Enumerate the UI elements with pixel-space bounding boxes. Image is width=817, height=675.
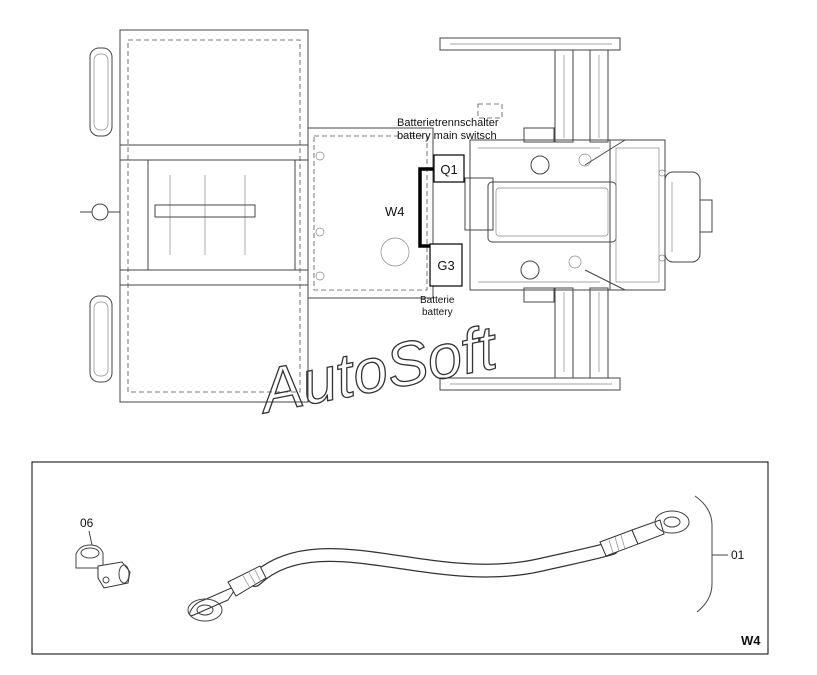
cable-w4-route	[418, 167, 434, 248]
tow-hitch	[664, 171, 713, 263]
right-ring-lug	[599, 510, 690, 557]
battery-cable	[187, 510, 690, 622]
left-ring-lug	[187, 565, 267, 622]
switch-label-en: battery main switsch	[397, 130, 497, 142]
machine-top-view	[80, 29, 713, 403]
g3-battery-box: G3	[429, 243, 463, 287]
battery-label-en: battery	[422, 307, 453, 318]
front-lower-arm	[439, 287, 621, 391]
front-panel	[609, 139, 666, 291]
front-upper-arm	[439, 37, 621, 143]
left-wheel-upper	[89, 47, 113, 137]
part-01-label: 01	[731, 548, 745, 562]
left-wheel-lower	[89, 295, 113, 383]
aux-component	[477, 103, 503, 119]
battery-label-de: Batterie	[420, 295, 455, 306]
watermark: AutoSoft	[251, 313, 504, 427]
central-body	[307, 127, 434, 299]
part-01-bracket: 01	[694, 495, 745, 613]
front-assembly	[464, 139, 626, 291]
panel-w4-label: W4	[741, 633, 761, 648]
switch-label-de: Batterietrennschalter	[397, 117, 499, 129]
detail-panel: 06	[31, 461, 769, 655]
cable-w4-label: W4	[385, 204, 405, 219]
part-06-label: 06	[80, 516, 94, 530]
battery-clamp: 06	[75, 516, 131, 589]
q1-label: Q1	[440, 162, 457, 177]
q1-switch-box: Q1	[433, 154, 465, 183]
g3-label: G3	[437, 258, 454, 273]
rear-frame	[80, 29, 309, 403]
